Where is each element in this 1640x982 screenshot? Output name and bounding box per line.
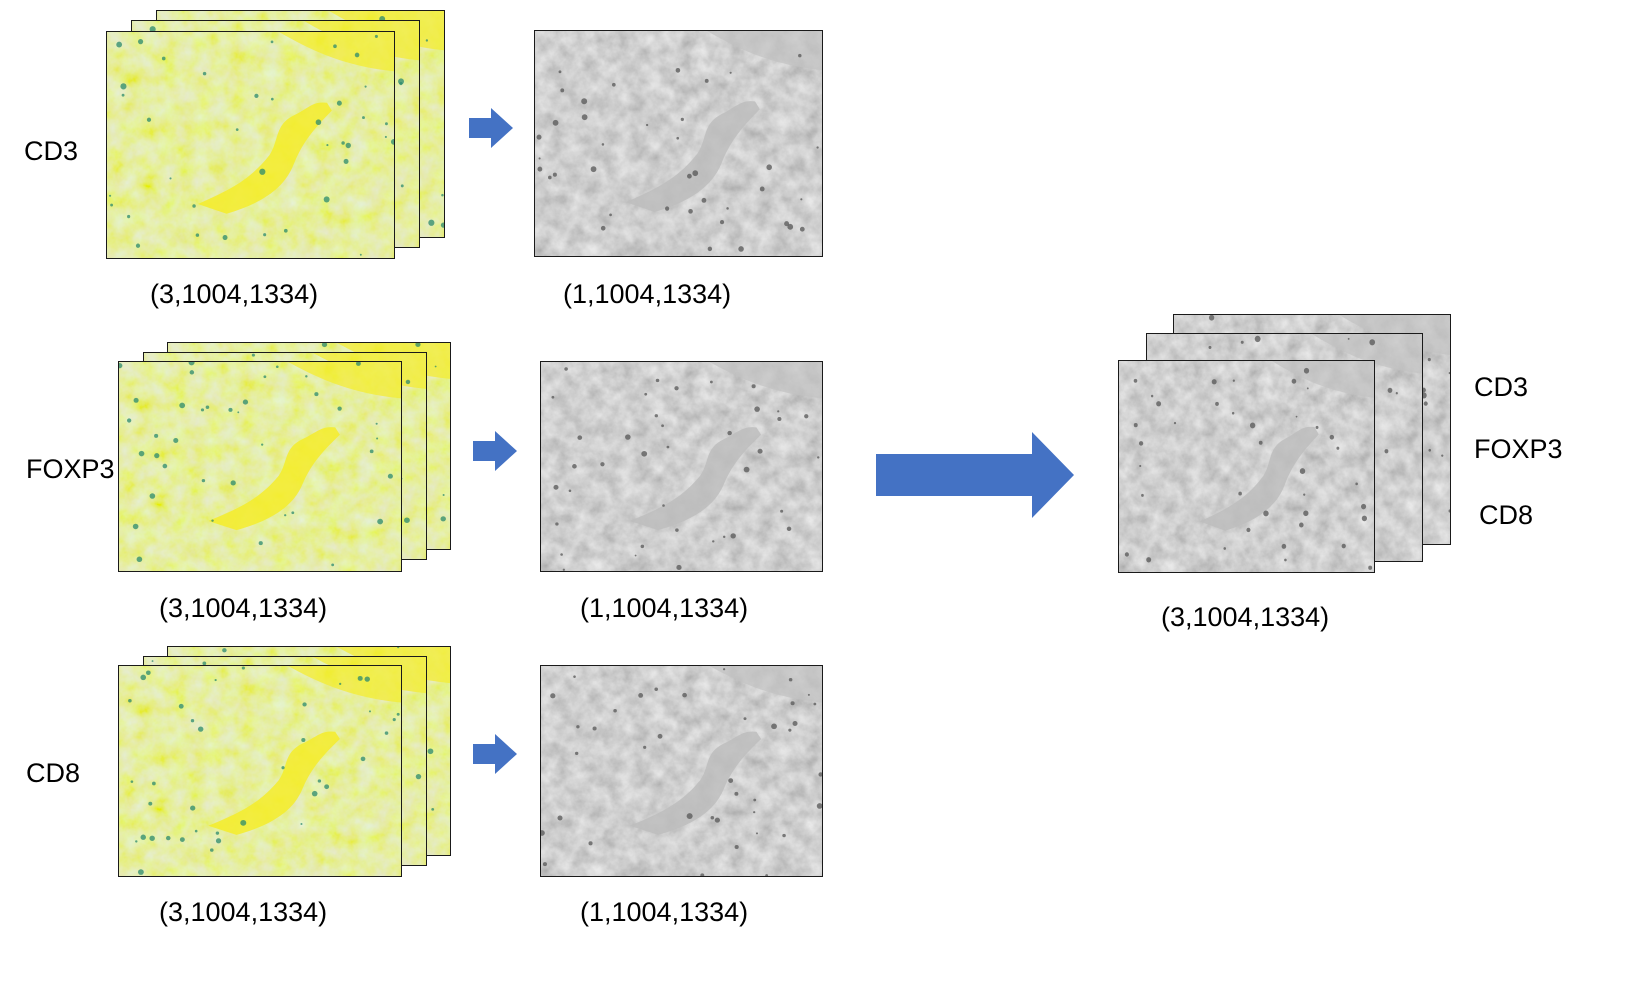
input-shape-cd3: (3,1004,1334) [150,279,319,309]
input-shape-foxp3: (3,1004,1334) [159,593,328,623]
right-arrow-icon [876,432,1074,518]
stack-channel-label-foxp3: FOXP3 [1474,434,1563,464]
gray-texture [1119,361,1374,572]
color-image-front-foxp3 [118,361,402,572]
output-shape-cd3: (1,1004,1334) [563,279,732,309]
gray-image-foxp3 [540,361,823,572]
right-arrow-icon [473,734,517,774]
right-arrow-icon [469,108,513,148]
input-shape-cd8: (3,1004,1334) [159,897,328,927]
color-texture [107,32,394,258]
stacked-shape: (3,1004,1334) [1161,602,1330,632]
right-arrow-icon [473,431,517,471]
conversion-arrow-cd3 [469,108,513,148]
conversion-arrow-foxp3 [473,431,517,471]
row-label-cd3: CD3 [24,136,79,166]
stack-channel-label-cd3: CD3 [1474,372,1529,402]
output-shape-foxp3: (1,1004,1334) [580,593,749,623]
gray-texture [535,31,822,256]
stack-channel-label-cd8: CD8 [1479,500,1534,530]
row-label-foxp3: FOXP3 [26,454,115,484]
gray-texture [541,362,822,571]
color-image-front-cd8 [118,665,402,877]
stacking-arrow [876,432,1074,518]
color-texture [119,362,401,571]
row-label-cd8: CD8 [26,758,81,788]
gray-stack-front [1118,360,1375,573]
output-shape-cd8: (1,1004,1334) [580,897,749,927]
color-image-front-cd3 [106,31,395,259]
gray-image-cd3 [534,30,823,257]
color-texture [119,666,401,876]
gray-texture [541,666,822,876]
conversion-arrow-cd8 [473,734,517,774]
gray-image-cd8 [540,665,823,877]
